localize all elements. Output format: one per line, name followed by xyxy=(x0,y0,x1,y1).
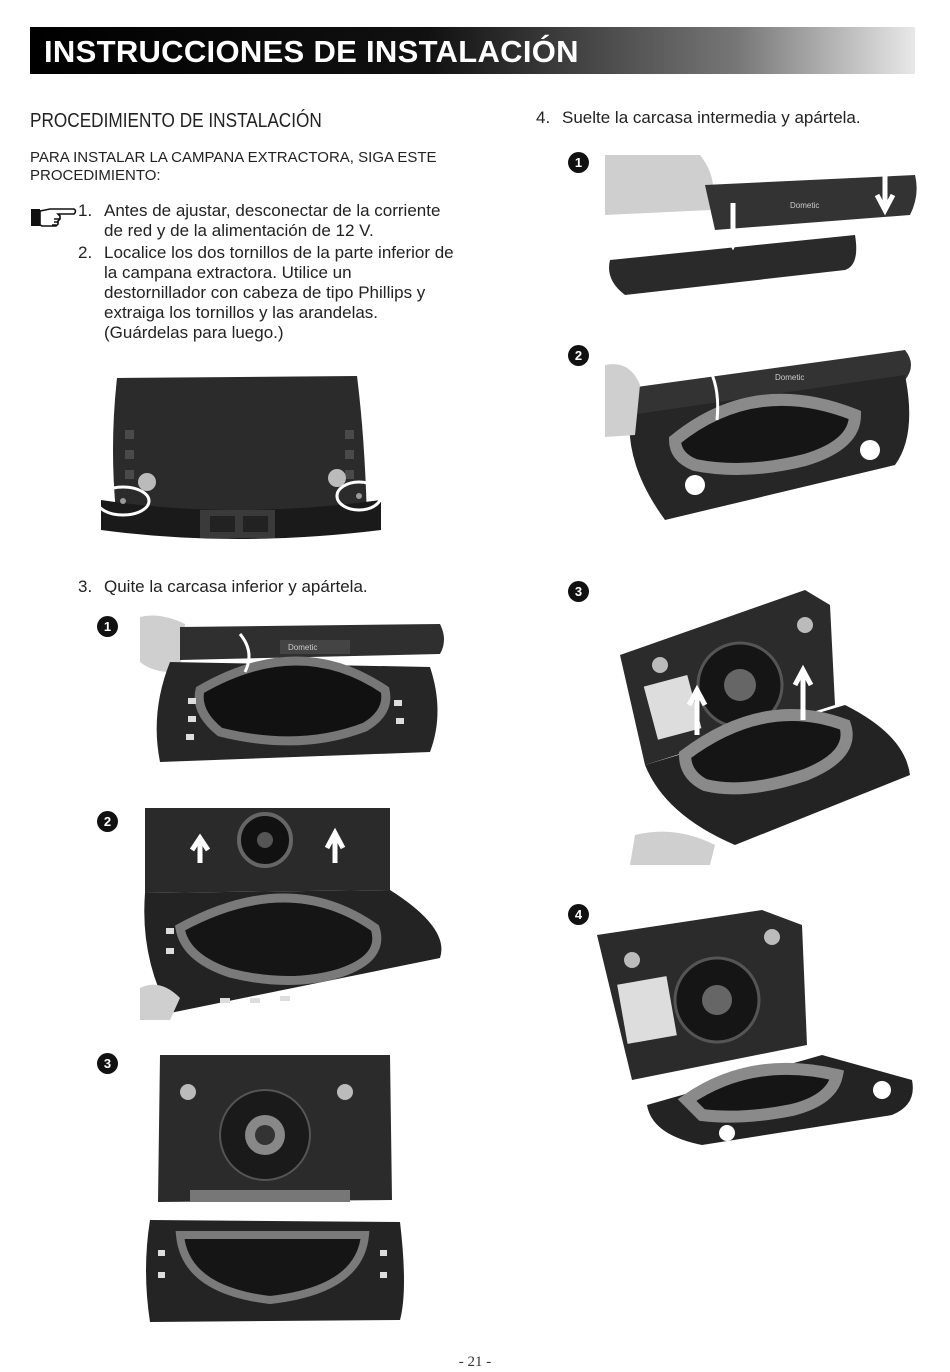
step-number: 4. xyxy=(536,108,551,127)
step-badge: 1 xyxy=(97,616,118,637)
step-number: 1. xyxy=(78,201,93,220)
title-banner: INSTRUCCIONES DE INSTALACIÓN xyxy=(30,27,915,74)
step-4: 4. Suelte la carcasa intermedia y apártel… xyxy=(536,108,861,128)
page-number: - 21 - xyxy=(458,1354,492,1370)
brand-label: Dometic xyxy=(790,201,819,210)
step-badge: 3 xyxy=(568,581,589,602)
section-heading: PROCEDIMIENTO DE INSTALACIÓN xyxy=(30,110,322,132)
steps-list: 1. Antes de ajustar, desconectar de la c… xyxy=(78,201,458,345)
middle-housing-photo-4 xyxy=(592,905,917,1150)
page-title: INSTRUCCIONES DE INSTALACIÓN xyxy=(44,34,579,69)
brand-label: Dometic xyxy=(288,643,317,652)
lower-housing-photo-1: Dometic xyxy=(140,612,450,782)
step-3: 3. Quite la carcasa inferior y apártela. xyxy=(78,577,368,597)
pointing-hand-icon xyxy=(31,208,77,227)
step-badge: 3 xyxy=(97,1053,118,1074)
middle-housing-photo-3 xyxy=(605,585,917,865)
middle-housing-photo-1: Dometic xyxy=(605,155,920,295)
list-item: 1. Antes de ajustar, desconectar de la c… xyxy=(78,201,458,241)
lower-housing-photo-3 xyxy=(140,1050,410,1340)
intro-text: PARA INSTALAR LA CAMPANA EXTRACTORA, SIG… xyxy=(30,149,437,184)
step-badge: 2 xyxy=(568,345,589,366)
step-text: Quite la carcasa inferior y apártela. xyxy=(104,577,368,596)
brand-label: Dometic xyxy=(775,373,804,382)
lower-housing-photo-2 xyxy=(140,808,450,1020)
middle-housing-photo-2: Dometic xyxy=(605,345,915,520)
step-text: Suelte la carcasa intermedia y apártela. xyxy=(562,108,861,127)
step-number: 2. xyxy=(78,243,93,262)
step-text: Localice los dos tornillos de la parte i… xyxy=(104,243,454,342)
step-badge: 4 xyxy=(568,904,589,925)
step-badge: 1 xyxy=(568,152,589,173)
step-text: Antes de ajustar, desconectar de la corr… xyxy=(104,201,441,240)
list-item: 2. Localice los dos tornillos de la part… xyxy=(78,243,458,343)
step-badge: 2 xyxy=(97,811,118,832)
step-number: 3. xyxy=(78,577,93,596)
hood-underside-photo xyxy=(95,370,385,545)
